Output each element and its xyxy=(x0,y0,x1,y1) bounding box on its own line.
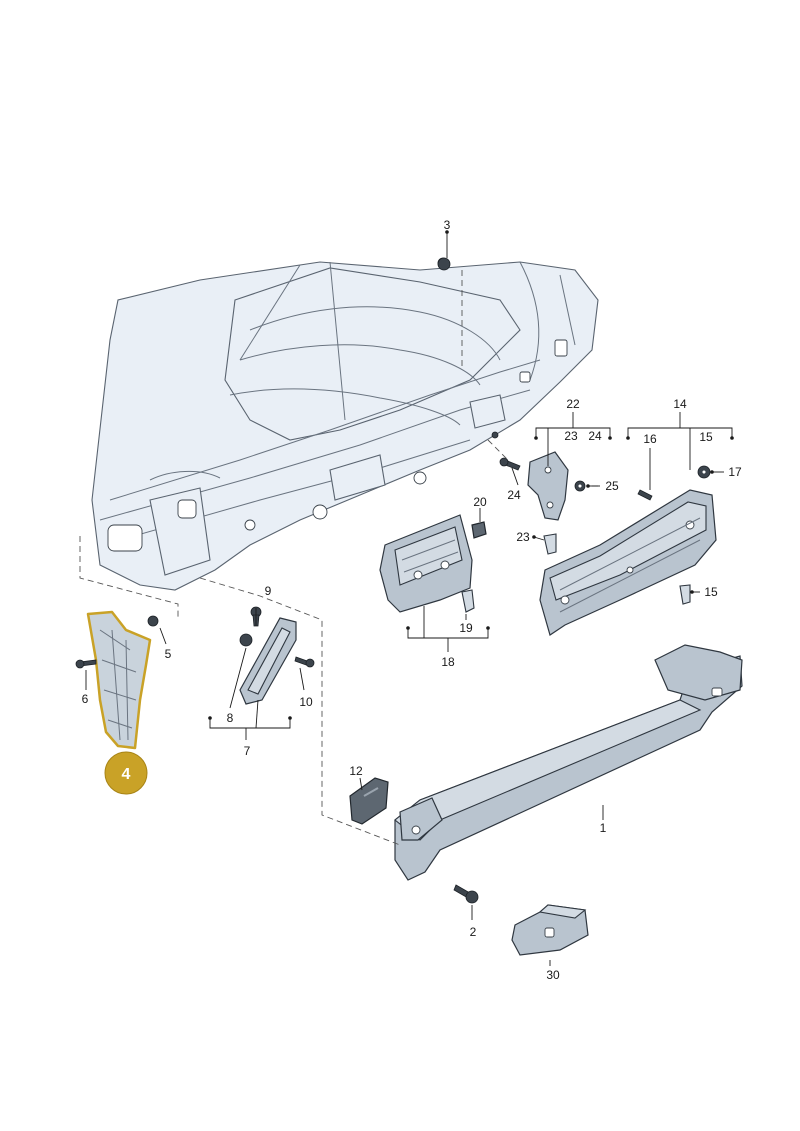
part-24-bolt[interactable] xyxy=(499,457,521,471)
part-17-nut[interactable] xyxy=(697,465,711,479)
label-8: 8 xyxy=(227,711,234,725)
label-2: 2 xyxy=(470,925,477,939)
part-23-clip[interactable] xyxy=(543,533,557,555)
part-3-nut[interactable] xyxy=(437,257,451,271)
part-22-bracket[interactable] xyxy=(527,451,569,521)
leader-lines xyxy=(85,232,733,966)
label-10: 10 xyxy=(299,695,313,709)
label-9: 9 xyxy=(265,584,272,598)
vehicle-rear-body xyxy=(91,257,599,591)
label-23-top: 23 xyxy=(564,429,578,443)
part-5-bolt[interactable] xyxy=(147,615,159,627)
leader-dots xyxy=(208,230,734,720)
part-14-bracket[interactable] xyxy=(539,489,717,636)
part-25-nut[interactable] xyxy=(574,480,586,492)
part-20-clip[interactable] xyxy=(471,521,487,539)
label-19: 19 xyxy=(459,621,473,635)
part-8-nut[interactable] xyxy=(239,633,253,647)
label-22: 22 xyxy=(566,397,580,411)
part-19-clip[interactable] xyxy=(461,589,475,613)
label-17: 17 xyxy=(728,465,742,479)
label-16: 16 xyxy=(643,432,657,446)
part-4-bracket[interactable] xyxy=(86,610,152,750)
label-23: 23 xyxy=(516,530,530,544)
part-1-bumper-carrier[interactable] xyxy=(394,644,743,881)
part-30-bracket[interactable] xyxy=(511,904,589,956)
label-30: 30 xyxy=(546,968,560,982)
label-4: 4 xyxy=(122,766,131,783)
label-15-top: 15 xyxy=(699,430,713,444)
part-10-bolt[interactable] xyxy=(294,656,315,668)
label-5: 5 xyxy=(165,647,172,661)
label-6: 6 xyxy=(82,692,89,706)
part-labels: 3 5 6 9 8 10 7 12 1 2 30 18 19 20 22 23 … xyxy=(82,218,742,982)
part-12-cap[interactable] xyxy=(349,777,389,825)
label-24-top: 24 xyxy=(588,429,602,443)
label-20: 20 xyxy=(473,495,487,509)
label-1: 1 xyxy=(600,821,607,835)
part-16-bolt[interactable] xyxy=(637,489,653,501)
label-15: 15 xyxy=(704,585,718,599)
part-15-clip[interactable] xyxy=(679,584,691,605)
label-18: 18 xyxy=(441,655,455,669)
assembly-lines xyxy=(79,270,509,846)
part-18-bracket[interactable] xyxy=(379,514,473,613)
label-24: 24 xyxy=(507,488,521,502)
part-2-bolt[interactable] xyxy=(453,884,479,904)
label-25: 25 xyxy=(605,479,619,493)
label-14: 14 xyxy=(673,397,687,411)
part-4-badge: 4 xyxy=(104,751,148,795)
part-6-bolt[interactable] xyxy=(75,659,97,669)
label-12: 12 xyxy=(349,764,363,778)
label-7: 7 xyxy=(244,744,251,758)
label-3: 3 xyxy=(444,218,451,232)
part-7-bracket[interactable] xyxy=(239,617,297,705)
